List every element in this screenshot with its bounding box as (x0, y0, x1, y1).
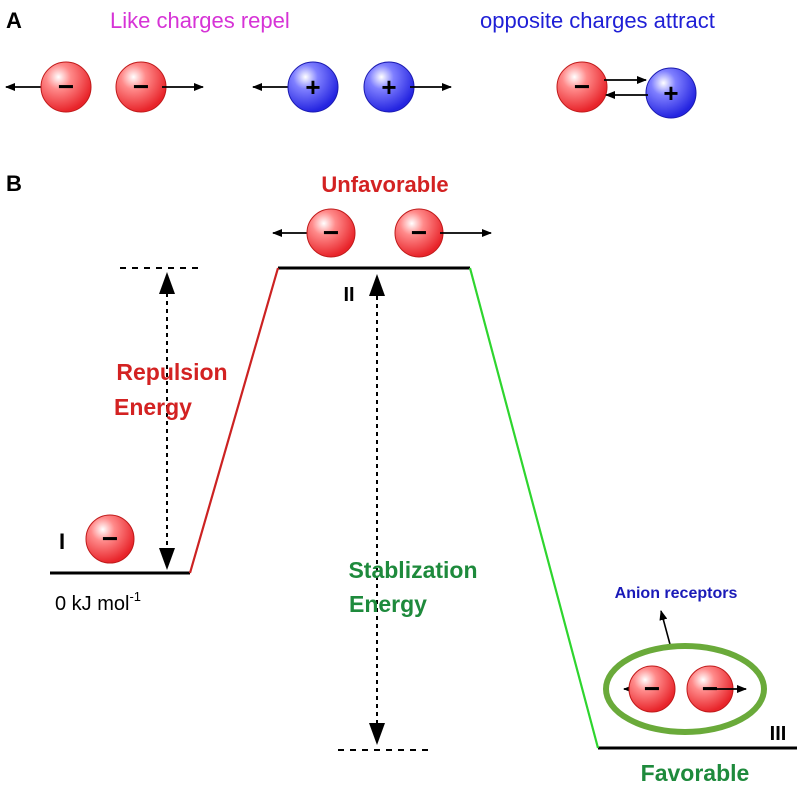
repulsion-arrowhead-up (159, 272, 175, 294)
stabilization-arrowhead-up (369, 274, 385, 296)
stabilization-energy-label-line2: Energy (349, 591, 427, 617)
negative-charge-ball (628, 665, 676, 713)
negative-sign: − (102, 523, 118, 554)
positive-sign: + (663, 78, 678, 108)
like-negative-pair: − − (5, 61, 204, 113)
panel-b-label: B (6, 171, 22, 196)
negative-charge-ball (40, 61, 92, 113)
state-I-label: I (59, 529, 65, 554)
zero-energy-superscript: -1 (129, 589, 141, 604)
positive-charge-ball (645, 67, 697, 119)
like-positive-pair: + + (252, 61, 452, 113)
stabilization-energy-label-line1: Stablization (348, 557, 477, 583)
negative-sign: − (574, 71, 590, 102)
anion-receptor-ring (603, 643, 767, 735)
state-III-label: III (770, 723, 787, 745)
zero-energy-label: 0 kJ mol-1 (55, 589, 141, 615)
opposite-charges-caption: opposite charges attract (480, 8, 715, 33)
panel-a-label: A (6, 8, 22, 33)
uphill-connector (188, 267, 280, 574)
repulsion-energy-label-line2: Energy (114, 394, 192, 420)
repulsion-energy-label-line1: Repulsion (116, 359, 227, 385)
negative-charge-ball (556, 61, 608, 113)
negative-sign: − (323, 217, 339, 248)
negative-sign: − (411, 217, 427, 248)
zero-energy-text: 0 kJ mol (55, 593, 129, 615)
positive-sign: + (305, 72, 320, 102)
positive-charge-ball (287, 61, 339, 113)
positive-sign: + (381, 72, 396, 102)
receptor-pointer-arrow (659, 610, 672, 649)
opposite-charge-pair: − + (556, 61, 697, 119)
negative-sign: − (702, 673, 718, 704)
like-charges-caption: Like charges repel (110, 8, 290, 33)
anion-receptors-label: Anion receptors (615, 585, 738, 602)
receptor-complex: − − (603, 643, 767, 735)
favorable-label: Favorable (641, 760, 750, 786)
state-II-label: II (343, 284, 354, 306)
negative-sign: − (133, 71, 149, 102)
stabilization-arrowhead-down (369, 723, 385, 745)
negative-charge-ball (85, 514, 135, 564)
unfavorable-anion-pair: − − (272, 208, 492, 258)
negative-charge-ball (306, 208, 356, 258)
negative-sign: − (644, 673, 660, 704)
repulsion-arrowhead-down (159, 548, 175, 570)
unfavorable-label: Unfavorable (321, 172, 448, 197)
downhill-connector (468, 267, 600, 749)
negative-sign: − (58, 71, 74, 102)
